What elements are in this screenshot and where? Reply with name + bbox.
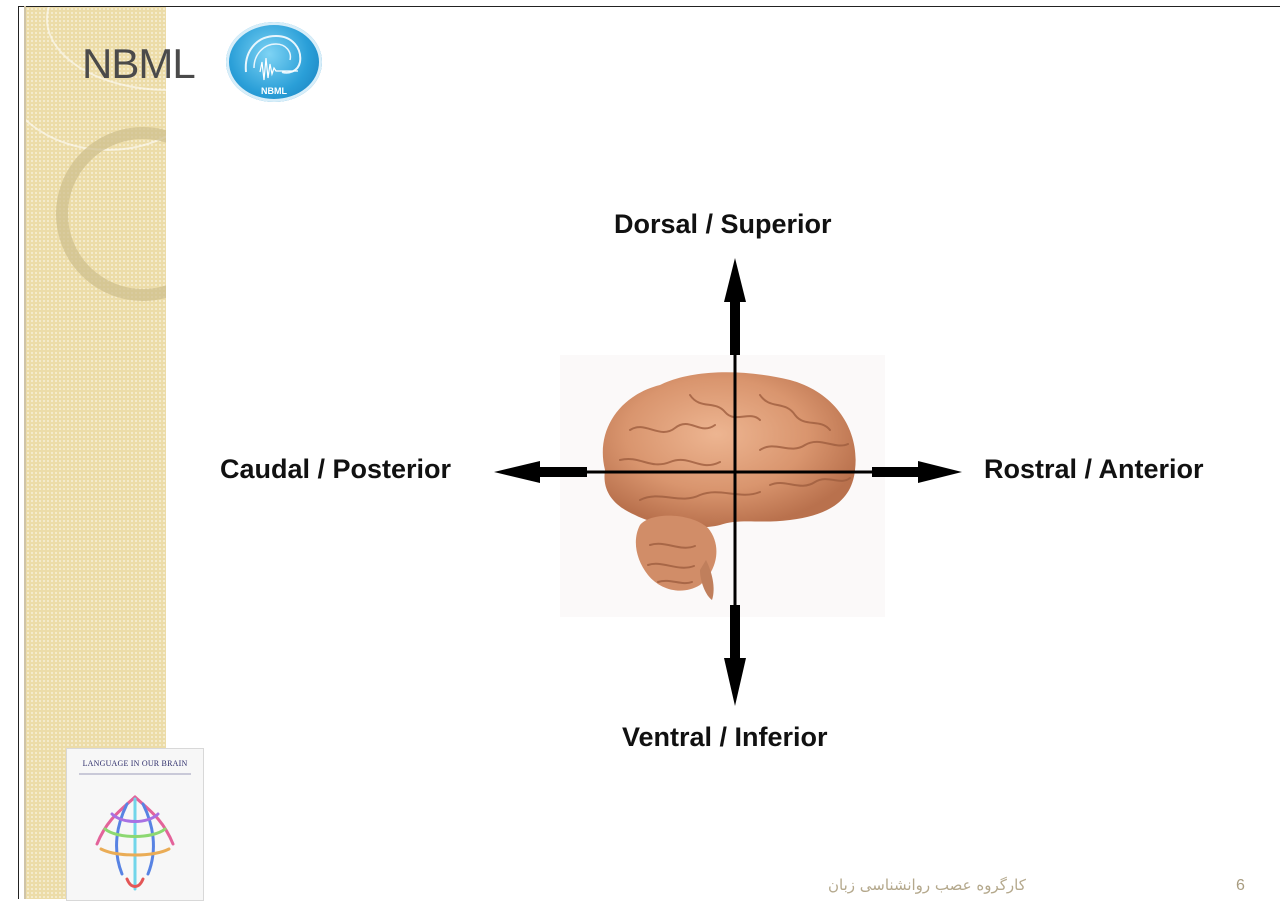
- page-number: 6: [1236, 877, 1245, 895]
- label-ventral-inferior: Ventral / Inferior: [622, 722, 828, 753]
- label-caudal-posterior: Caudal / Posterior: [220, 454, 451, 485]
- arrow-up-icon: [724, 258, 746, 302]
- brain-illustration: [603, 372, 856, 600]
- label-rostral-anterior: Rostral / Anterior: [984, 454, 1204, 485]
- label-dorsal-superior: Dorsal / Superior: [614, 209, 832, 240]
- brain-tractography-illustration: [67, 749, 203, 900]
- arrow-left-icon: [494, 461, 540, 483]
- arrow-right-icon: [918, 461, 962, 483]
- arrow-down-icon: [724, 658, 746, 706]
- footer-persian-text: کارگروه عصب روانشناسی زبان: [828, 876, 1026, 894]
- book-cover-image: LANGUAGE IN OUR BRAIN: [66, 748, 204, 901]
